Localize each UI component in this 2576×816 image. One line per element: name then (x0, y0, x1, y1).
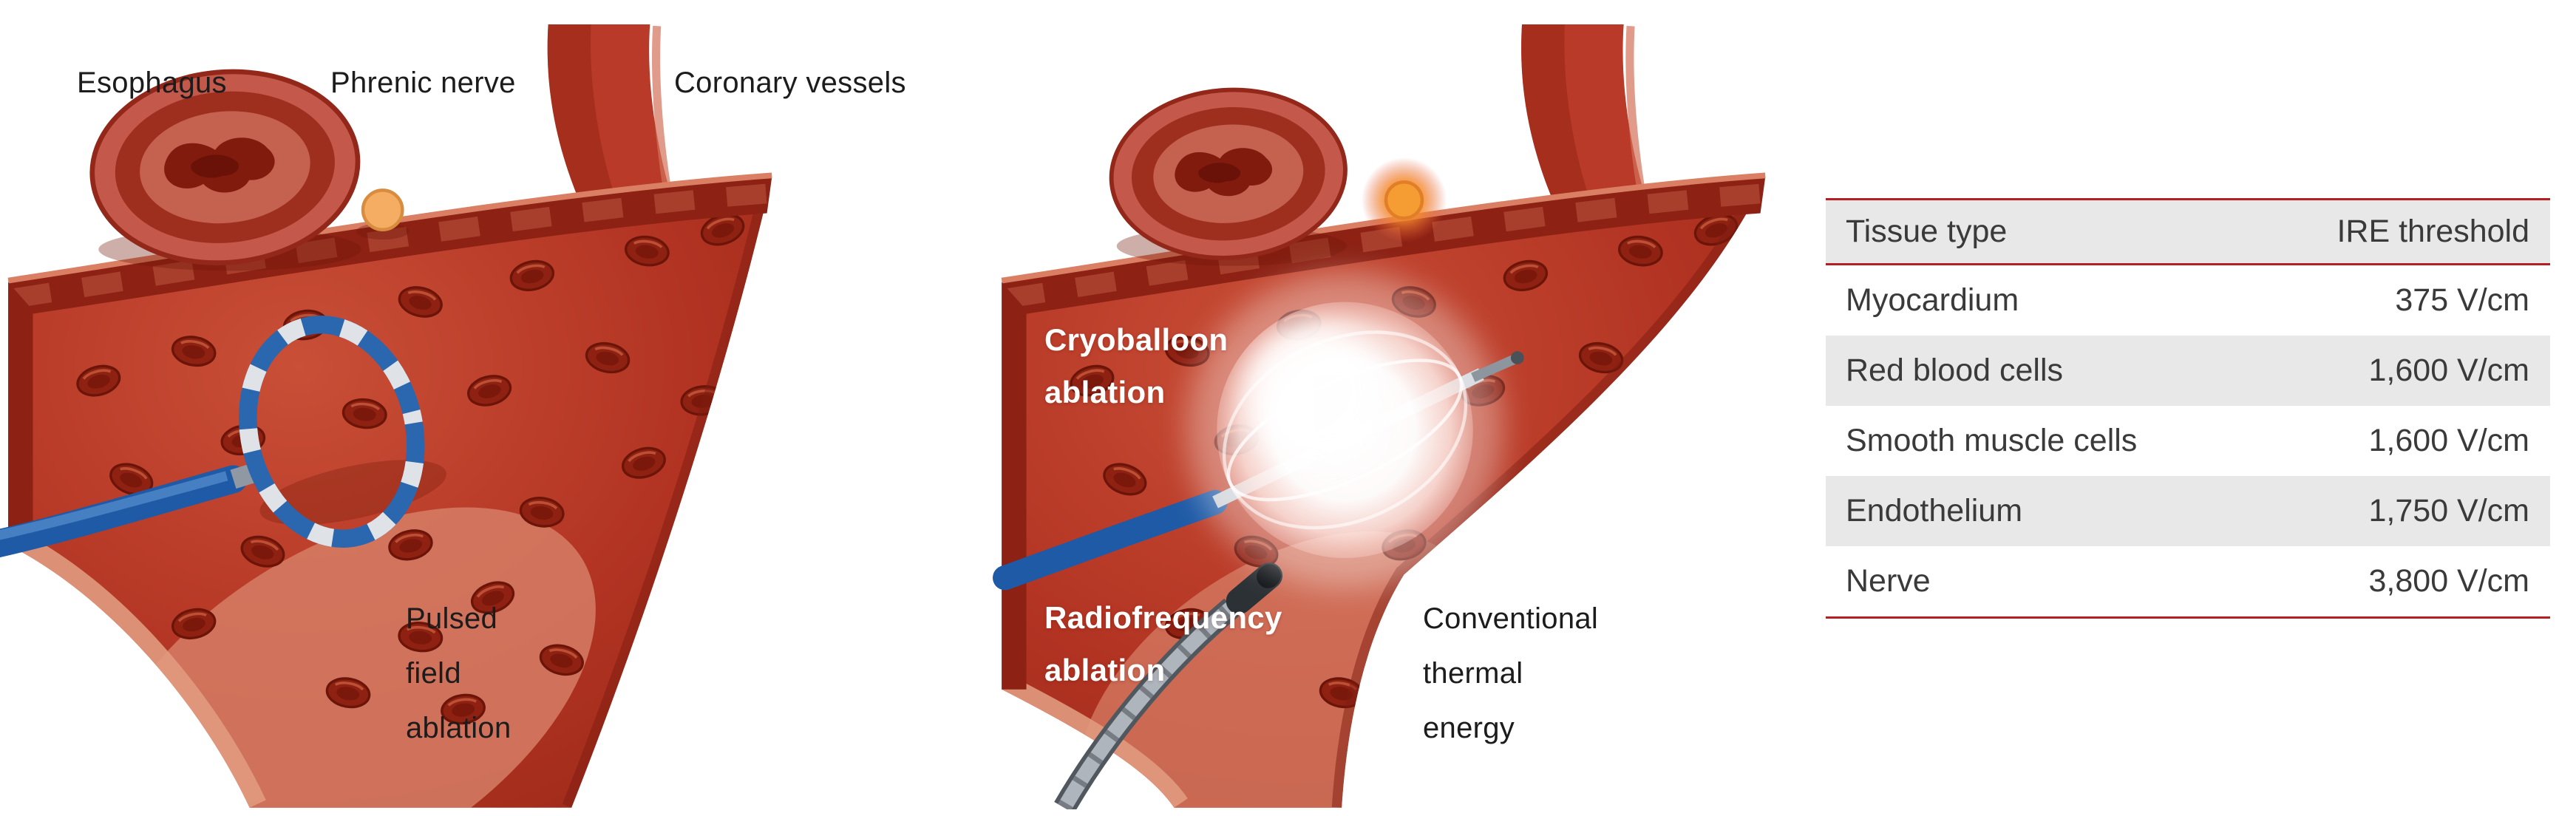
esophagus-label: Esophagus (77, 67, 227, 99)
table-row: Smooth muscle cells 1,600 V/cm (1826, 406, 2550, 476)
threshold-cell: 1,600 V/cm (2368, 353, 2530, 388)
table-header-row: Tissue type IRE threshold (1826, 200, 2550, 265)
conventional-thermal-energy-label: Conventional thermal energy (1423, 602, 1599, 744)
ire-threshold-table: Tissue type IRE threshold Myocardium 375… (1826, 198, 2550, 619)
tissue-cell: Smooth muscle cells (1846, 423, 2138, 458)
table-row: Myocardium 375 V/cm (1826, 265, 2550, 336)
table-row: Nerve 3,800 V/cm (1826, 546, 2550, 616)
rf-catheter-illustration (1054, 562, 1283, 809)
coronary-vessel-illustration (1521, 24, 1651, 214)
cryoballoon-illustration (992, 272, 1524, 591)
table-row: Red blood cells 1,600 V/cm (1826, 336, 2550, 406)
tissue-cell: Endothelium (1846, 493, 2023, 528)
phrenic-nerve-illustration (356, 188, 409, 240)
thermal-ablation-illustration (985, 24, 1793, 809)
blood-vessel-illustration (8, 175, 772, 808)
threshold-cell: 375 V/cm (2395, 282, 2529, 318)
table-row: Endothelium 1,750 V/cm (1826, 476, 2550, 546)
table-header-tissue: Tissue type (1846, 214, 2008, 249)
cryoballoon-ablation-label: Cryoballoon ablation (1044, 322, 1228, 410)
threshold-cell: 1,750 V/cm (2368, 493, 2530, 528)
table-header-threshold: IRE threshold (2337, 214, 2529, 249)
phrenic-nerve-illustration (1361, 157, 1447, 243)
radiofrequency-ablation-label: Radiofrequency ablation (1044, 600, 1282, 688)
coronary-vessels-label: Coronary vessels (674, 67, 906, 99)
pulsed-field-ablation-illustration (0, 24, 903, 808)
threshold-cell: 1,600 V/cm (2368, 423, 2530, 458)
pulsed-field-ablation-label: Pulsed field ablation (406, 602, 512, 744)
tissue-cell: Red blood cells (1846, 353, 2064, 388)
tissue-cell: Nerve (1846, 563, 1931, 599)
phrenic-nerve-label: Phrenic nerve (330, 67, 516, 99)
threshold-cell: 3,800 V/cm (2368, 563, 2530, 599)
tissue-cell: Myocardium (1846, 282, 2019, 318)
pfa-catheter-illustration (0, 315, 446, 558)
